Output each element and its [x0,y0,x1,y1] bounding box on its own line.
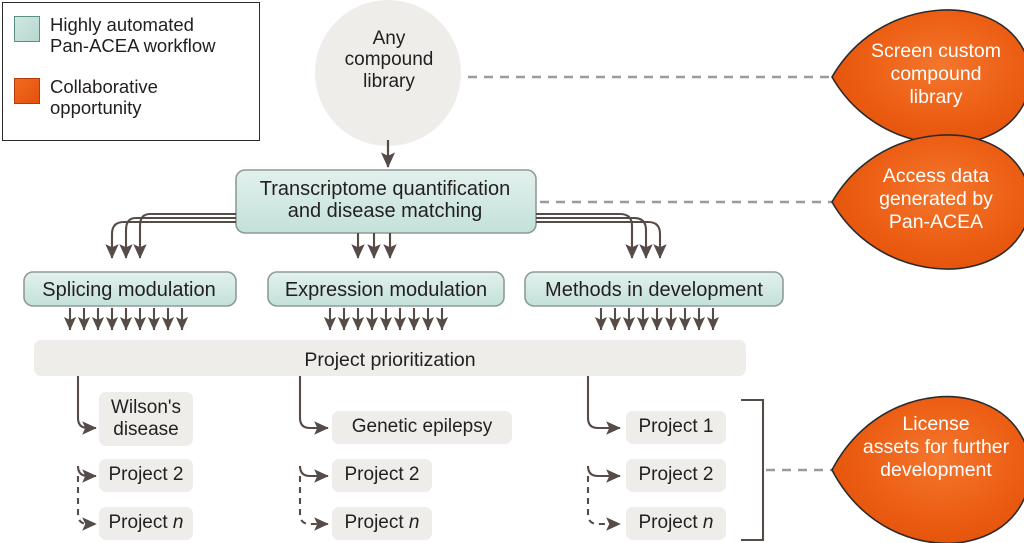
expression-project-label-2: Project 2 [344,464,420,485]
expression-modulation-box [267,271,505,307]
legend-item-highly-automated: Highly automated Pan-ACEA workflow [14,14,216,57]
any-compound-library-label: Any compound library [344,28,434,92]
methods-in-development-label: Methods in development [545,279,763,301]
methods-in-development-box [524,271,784,307]
pill-methods-project-1 [626,411,726,444]
legend-item-collaborative: Collaborative opportunity [14,76,158,119]
arrows-prioritization-to-splicing-projects [76,376,97,531]
callout-label-access-data-generated-by-pan-acea: Access data generated by Pan-ACEA [879,165,993,233]
any-compound-library-circle [315,0,461,146]
expression-modulation-label: Expression modulation [284,279,488,301]
pill-methods-project-2 [626,459,726,492]
arrows-main-to-methods [536,212,667,259]
expression-project-label-3: Project n [344,512,420,533]
splicing-modulation-box [23,271,237,307]
pill-expression-project-2 [332,459,432,492]
transcriptome-box [235,169,537,234]
pill-methods-project-n [626,507,726,540]
legend-label-highly-automated: Highly automated Pan-ACEA workflow [50,14,216,57]
arrows-methods-to-prioritization [594,308,720,331]
pill-expression-project-n [332,507,432,540]
methods-project-label-2: Project 2 [638,464,714,485]
methods-project-label-1: Project 1 [638,416,714,437]
arrows-expression-to-prioritization [323,308,449,331]
pill-splicing-project-n [99,507,193,540]
pill-wilsons-disease [99,392,193,446]
pill-splicing-project-2 [99,459,193,492]
legend-swatch-orange [14,78,40,104]
arrows-main-to-splicing [105,212,236,259]
legend-label-collaborative: Collaborative opportunity [50,76,158,119]
callout-shape-license-assets-for-further-development [831,395,1024,543]
splicing-project-label-2: Project 2 [108,464,184,485]
legend-swatch-teal [14,16,40,42]
project-prioritization-label: Project prioritization [304,349,476,371]
callout-label-screen-custom-compound-library: Screen custom compound library [870,40,1002,108]
methods-projects-bracket [741,398,765,542]
methods-project-label-3: Project n [638,512,714,533]
legend: Highly automated Pan-ACEA workflow Colla… [2,2,260,141]
project-prioritization-bar [34,340,746,376]
splicing-modulation-label: Splicing modulation [42,279,216,301]
arrows-prioritization-to-methods-projects [586,376,621,531]
expression-project-label-1: Genetic epilepsy [351,416,493,437]
callout-label-license-assets-for-further-development: License assets for further development [862,413,1010,481]
project-pills [99,392,726,540]
splicing-project-label-3: Project n [108,512,184,533]
arrows-main-to-expression [351,233,397,259]
arrows-splicing-to-prioritization [63,308,189,331]
arrows-prioritization-to-expression-projects [298,376,329,531]
callout-shape-access-data-generated-by-pan-acea [831,134,1024,270]
pill-genetic-epilepsy [332,411,512,444]
transcriptome-box-label: Transcriptome quantification and disease… [259,178,511,223]
splicing-project-label-1: Wilson's disease [110,397,182,440]
